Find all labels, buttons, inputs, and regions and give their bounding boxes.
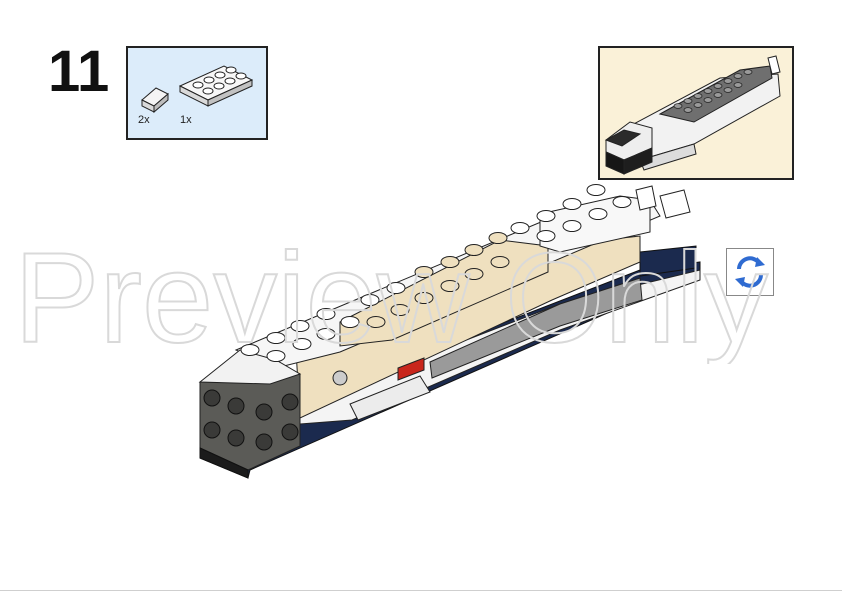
- parts-callout: 2x 1x: [126, 46, 268, 140]
- page-bottom-rule: [0, 590, 842, 591]
- parts-illustration: [141, 65, 254, 114]
- part-quantity-slope: 2x: [138, 114, 150, 126]
- rotate-icon[interactable]: [726, 248, 774, 296]
- slope-part: [141, 87, 169, 114]
- assembly-preview: [598, 46, 794, 180]
- plate-part: [178, 65, 254, 107]
- rotate-arrows-icon: [735, 256, 765, 288]
- step-number: 11: [48, 39, 110, 104]
- preview-train-illustration: [604, 55, 781, 175]
- part-quantity-plate: 1x: [180, 114, 192, 126]
